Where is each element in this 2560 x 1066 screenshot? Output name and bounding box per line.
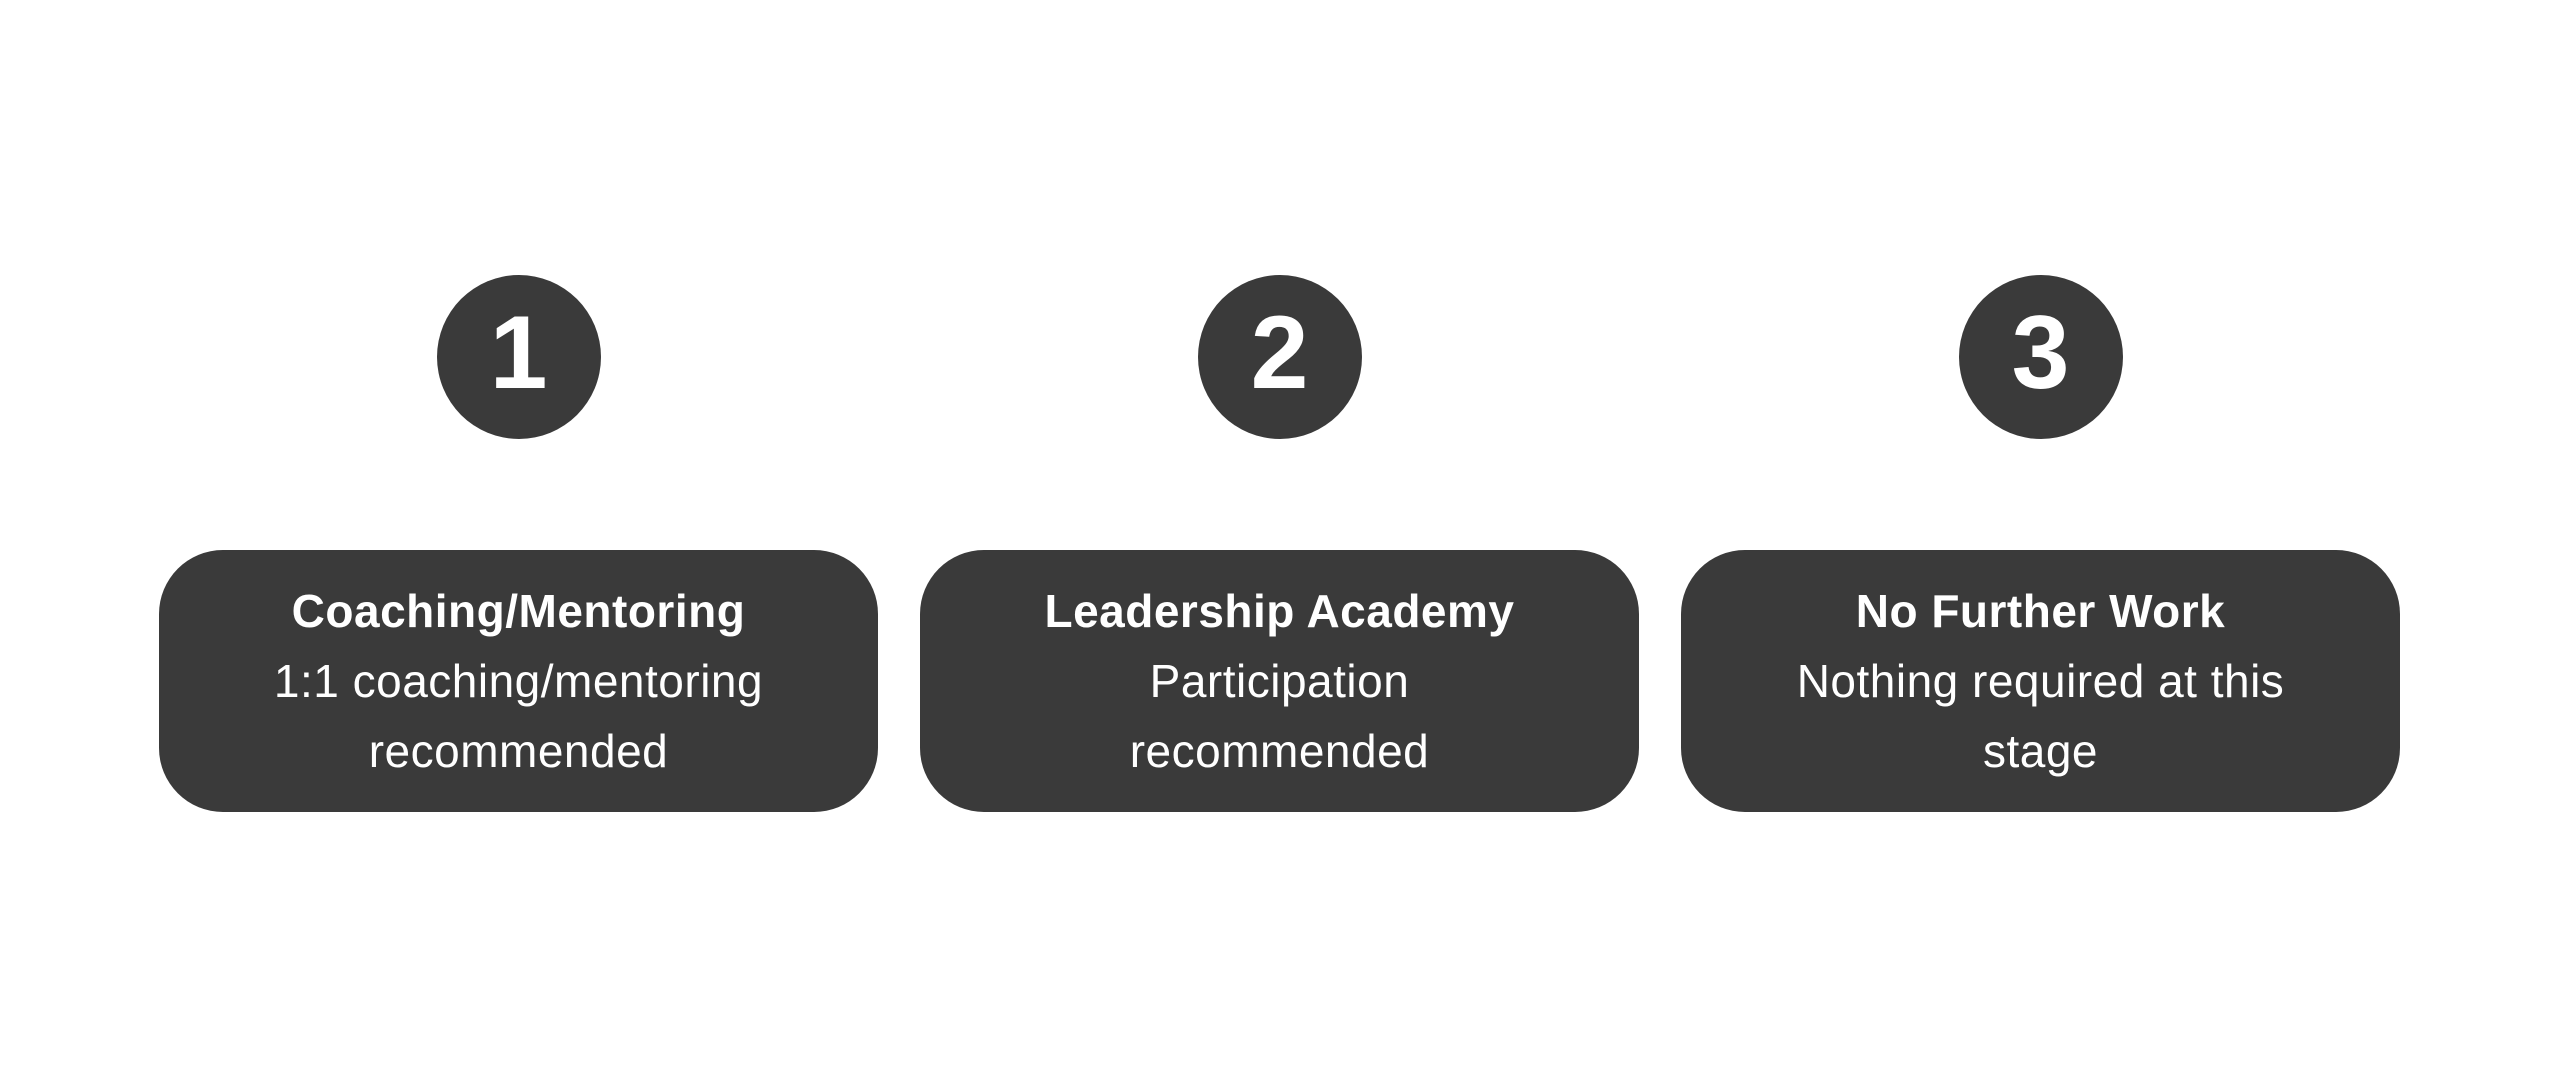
step-description: 1:1 coaching/mentoring recommended — [273, 655, 764, 777]
step-2-card: Leadership Academy Participation recomme… — [920, 550, 1639, 812]
step-1-card: Coaching/Mentoring 1:1 coaching/mentorin… — [159, 550, 878, 812]
step-2: 2 Leadership Academy Participation recom… — [920, 275, 1639, 812]
process-diagram: 1 Coaching/Mentoring 1:1 coaching/mentor… — [159, 275, 2400, 812]
step-title: Leadership Academy — [1044, 585, 1515, 637]
step-description: Participation recommended — [1129, 655, 1430, 777]
step-number: 1 — [489, 295, 548, 411]
step-title: No Further Work — [1855, 585, 2226, 637]
step-3-number-badge: 3 — [1958, 275, 2123, 439]
step-title: Coaching/Mentoring — [291, 585, 746, 637]
step-2-number-badge: 2 — [1197, 275, 1362, 439]
step-1: 1 Coaching/Mentoring 1:1 coaching/mentor… — [159, 275, 878, 812]
step-3: 3 No Further Work Nothing required at th… — [1681, 275, 2400, 812]
step-number: 3 — [2011, 295, 2070, 411]
step-number: 2 — [1250, 295, 1309, 411]
step-1-number-badge: 1 — [436, 275, 601, 439]
step-description: Nothing required at this stage — [1796, 655, 2285, 777]
step-3-card: No Further Work Nothing required at this… — [1681, 550, 2400, 812]
